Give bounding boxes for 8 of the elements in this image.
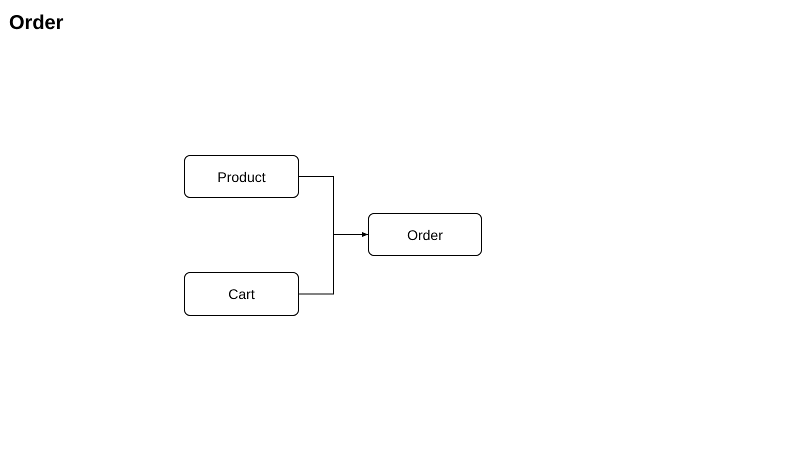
diagram-title: Order — [9, 12, 64, 35]
node-label: Cart — [228, 286, 255, 302]
process-box — [184, 155, 299, 198]
node-label: Product — [217, 168, 266, 184]
process-box — [368, 213, 482, 256]
arrow — [298, 232, 368, 294]
process-box — [184, 272, 299, 316]
node-label: Order — [407, 226, 443, 242]
